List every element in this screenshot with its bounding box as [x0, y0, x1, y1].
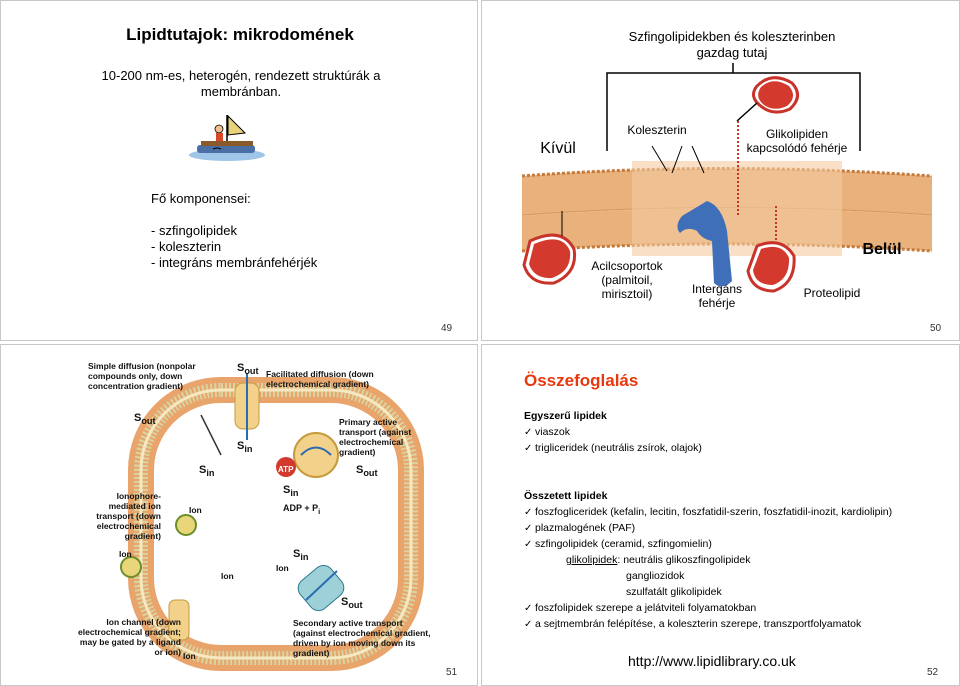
cholesterol-marks [651, 145, 705, 174]
list-item: - integráns membránfehérjék [151, 255, 318, 270]
adp-label: ADP + Pi [283, 503, 321, 516]
outside-label: Kívül [540, 140, 576, 157]
page-number: 49 [441, 323, 453, 334]
proteolipid-label: Proteolipid [803, 286, 861, 300]
source-link[interactable]: http://www.lipidlibrary.co.uk [628, 653, 796, 669]
list-item: ✓trigliceridek (neutrális zsírok, olajok… [524, 442, 702, 454]
page-number: 50 [930, 323, 942, 334]
ion-label: Ion [189, 505, 202, 515]
atp-label: ATP [278, 465, 294, 474]
s-out-label: Sout [237, 362, 259, 377]
list-item: ✓plazmalogének (PAF) [524, 522, 636, 534]
raft-heading: Szfingolipidekben és koleszterinben gazd… [628, 29, 836, 60]
slide-49: Lipidtutajok: mikrodomének 10-200 nm-es,… [0, 0, 478, 341]
slide-title: Lipidtutajok: mikrodomének [126, 25, 354, 44]
simple-lipids-heading: Egyszerű lipidek [524, 410, 607, 422]
complex-lipids-heading: Összetett lipidek [524, 490, 608, 502]
simple-diffusion-label: Simple diffusion (nonpolar compounds onl… [88, 361, 196, 391]
glycolipid-line: glikolipidek: neutrális glikoszfingolipi… [566, 554, 751, 566]
s-in-label: Sin [293, 548, 309, 563]
ion-label: Ion [183, 651, 196, 661]
list-item: ✓foszfolipidek szerepe a jelátviteli fol… [524, 602, 757, 614]
membrane-transport-diagram [120, 373, 424, 671]
integral-protein-label: Intergáns fehérje [691, 282, 743, 310]
list-item: - szfingolipidek [151, 223, 237, 238]
ion-label: Ion [276, 563, 289, 573]
ionophore-label: Ionophore-mediated ion transport (down e… [96, 491, 161, 541]
page-number: 52 [927, 667, 939, 678]
s-in-label: Sin [237, 440, 253, 455]
components-list: - szfingolipidek - koleszterin - integrá… [151, 223, 317, 271]
list-item: szulfatált glikolipidek [626, 586, 722, 598]
list-item: gangliozidok [626, 570, 685, 582]
acyl-groups-label: Acilcsoportok (palmitoil, mirisztoil) [591, 259, 663, 301]
ion-channel-label: Ion channel (down electrochemical gradie… [78, 617, 181, 657]
slide-51: Simple diffusion (nonpolar compounds onl… [0, 344, 478, 686]
slide-subtitle: 10-200 nm-es, heterogén, rendezett struk… [101, 68, 381, 99]
s-in-label: Sin [199, 464, 215, 479]
list-item: ✓szfingolipidek (ceramid, szfingomielin) [524, 538, 712, 550]
ion-label: Ion [221, 571, 234, 581]
cholesterol-label: Koleszterin [627, 123, 687, 137]
list-item: - koleszterin [151, 239, 222, 254]
inside-label: Belül [862, 241, 902, 258]
primary-active-label: Primary active transport (against electr… [339, 417, 412, 457]
s-in-label: Sin [283, 484, 299, 499]
list-item: ✓foszfogliceridek (kefalin, lecitin, fos… [524, 506, 893, 518]
components-heading: Fő komponensei: [151, 191, 251, 206]
glycolipid-protein-label: Glikolipiden kapcsolódó fehérje [746, 127, 848, 155]
secondary-active-label: Secondary active transport (against elec… [293, 618, 431, 658]
ion-label: Ion [119, 549, 132, 559]
s-out-label: Sout [341, 596, 363, 611]
list-item: ✓viaszok [524, 426, 571, 438]
membrane-raft-diagram [521, 63, 933, 293]
page-number: 51 [446, 667, 458, 678]
facilitated-diffusion-label: Facilitated diffusion (down electrochemi… [266, 369, 374, 389]
slide-52: Összefoglalás Egyszerű lipidek ✓viaszok … [481, 344, 960, 686]
list-item: ✓a sejtmembrán felépítése, a koleszterin… [524, 618, 862, 630]
slide-50: Szfingolipidekben és koleszterinben gazd… [481, 0, 960, 341]
slide-title: Összefoglalás [524, 371, 639, 390]
s-out-label: Sout [134, 412, 156, 427]
raft-cartoon [189, 114, 265, 161]
s-out-label: Sout [356, 464, 378, 479]
